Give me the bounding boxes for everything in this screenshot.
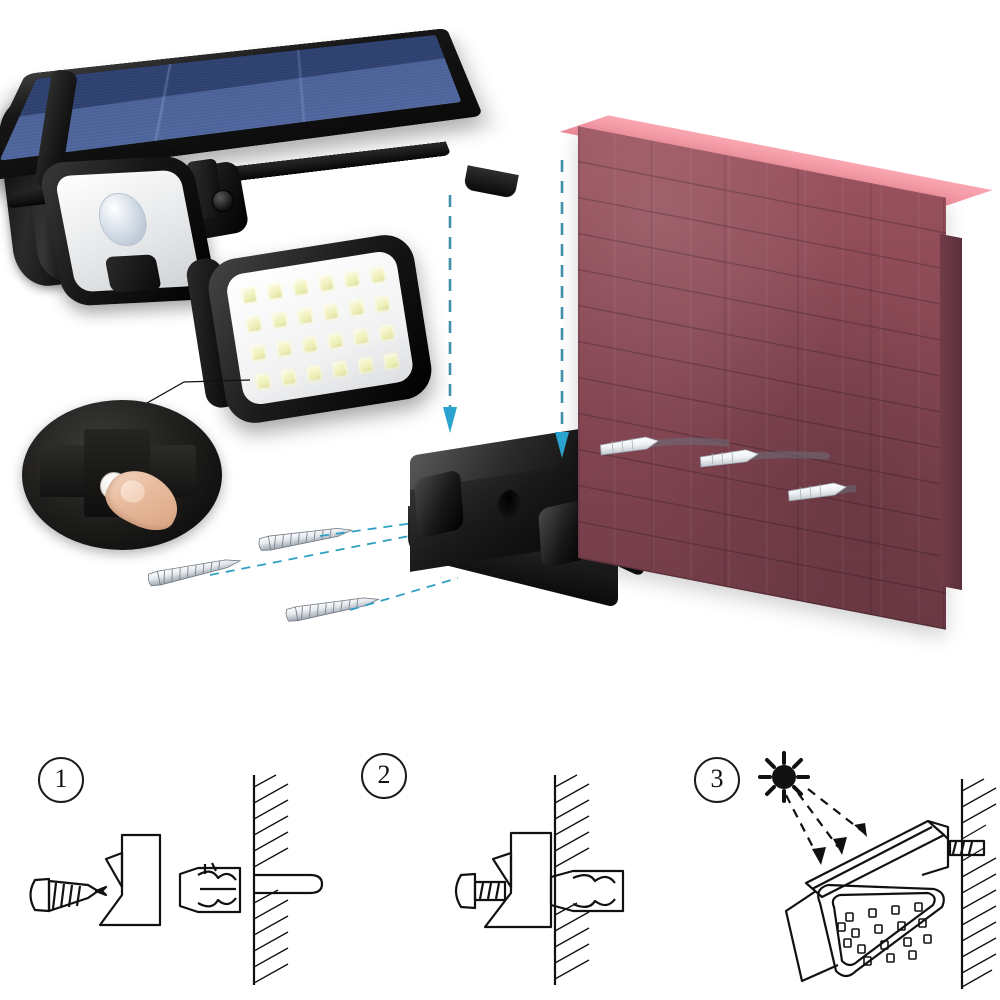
motion-sensor-dome-icon [94, 191, 152, 248]
led-chip [331, 361, 348, 377]
bracket-screw-boss [413, 469, 465, 539]
screw-icon [29, 877, 108, 913]
led-chip [271, 311, 287, 328]
wall-right-edge [940, 233, 962, 591]
bracket-profile-icon [98, 833, 162, 927]
led-chip [301, 336, 317, 353]
led-chip [327, 332, 343, 349]
led-chip [280, 369, 296, 386]
mounting-screw [143, 545, 251, 596]
led-chip [250, 344, 266, 361]
step-number-badge: 2 [361, 753, 407, 799]
mounting-screw [281, 583, 389, 631]
hatched-wall-icon [553, 774, 590, 985]
alignment-arrow-light-to-bracket [443, 195, 457, 433]
bracket-profile-icon [483, 831, 553, 929]
led-chip [292, 279, 308, 296]
led-chip [348, 299, 364, 316]
fingernail [119, 478, 147, 505]
step-mount-light-to-sun: 3 [666, 735, 999, 1000]
sun-icon [758, 751, 810, 803]
screw-icon [454, 872, 507, 910]
wall-anchor-icon [549, 869, 625, 913]
led-chip [276, 340, 292, 357]
led-chip [322, 303, 338, 320]
pir-head-lens [54, 169, 202, 293]
sun-ray-arrowheads [812, 823, 867, 865]
closeup-disc [22, 400, 222, 550]
hinge-screw-icon [212, 190, 234, 212]
led-chip [344, 271, 360, 287]
step-3-diagram [758, 751, 997, 989]
wall-anchor-icon [178, 862, 242, 914]
led-chip [245, 315, 261, 332]
led-chip [267, 283, 283, 300]
brick-wall [559, 115, 1000, 630]
power-button-closeup [22, 379, 251, 550]
led-chip [383, 352, 399, 369]
pir-lens-notch [104, 254, 162, 293]
led-chip [374, 295, 390, 312]
step-1-diagram [29, 774, 324, 985]
solar-light-icon [784, 778, 997, 989]
wall-anchors [599, 436, 856, 502]
led-chip [318, 275, 334, 291]
led-chip [353, 328, 369, 345]
step-number-badge: 1 [38, 757, 84, 803]
solar-panel [0, 10, 570, 243]
installation-steps: 1 [0, 735, 1000, 1000]
sun-rays [785, 788, 863, 858]
led-array-icon [837, 902, 932, 966]
led-chip [369, 266, 385, 283]
led-chip [378, 324, 394, 341]
step-tighten-screw: 2 [333, 735, 666, 1000]
led-chip [306, 365, 322, 381]
product-illustration [0, 0, 600, 450]
led-chip [357, 356, 373, 373]
hatched-wall-icon [252, 774, 324, 985]
screw-alignment-guides [209, 517, 459, 611]
step-2-diagram [454, 774, 625, 985]
solar-panel-tab [463, 165, 519, 199]
step-insert-anchor: 1 [0, 735, 333, 1000]
step-number-badge: 3 [694, 757, 740, 803]
alignment-arrow-bracket-to-wall [555, 160, 569, 458]
wall-brick-face [578, 126, 946, 630]
led-array [234, 259, 406, 398]
mounting-screw [254, 514, 361, 560]
led-chip [297, 307, 313, 324]
led-chip [241, 287, 257, 304]
